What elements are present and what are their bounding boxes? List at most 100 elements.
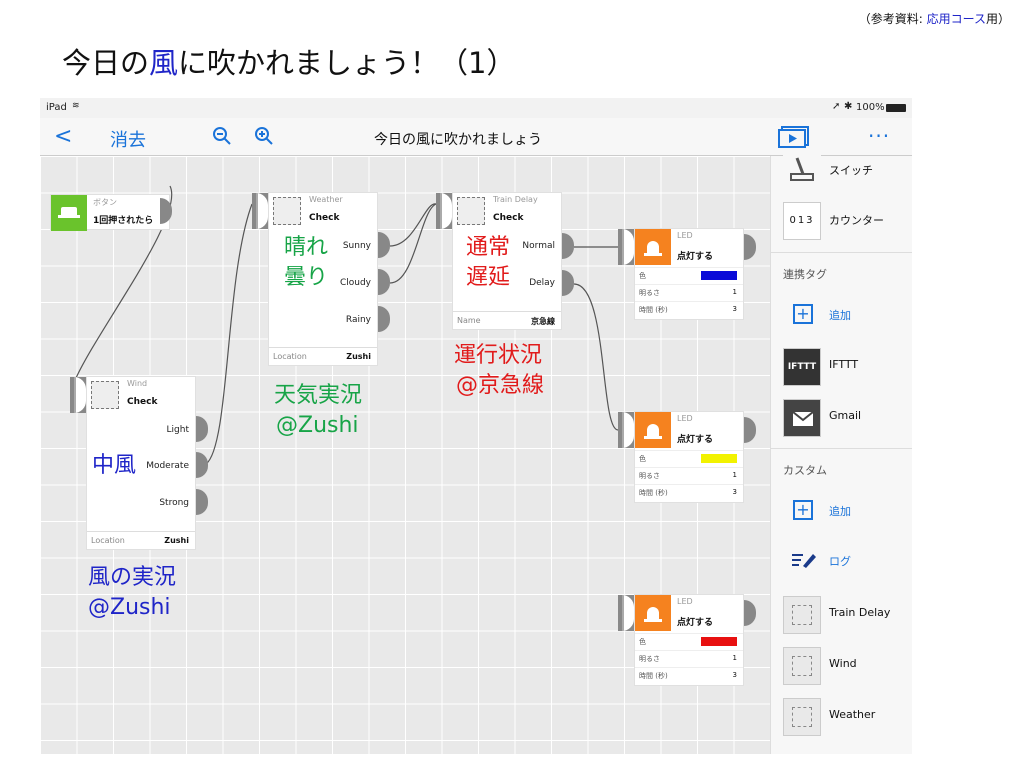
tag-canvas[interactable]: ボタン 1回押されたら Wind Check Light Moderate St… [40,156,770,754]
zoom-out-icon[interactable] [212,126,232,150]
node-name: 点灯する [677,252,714,262]
palette-label: Weather [829,708,876,721]
led2-output-port[interactable] [744,417,756,443]
weather-sunny-port[interactable] [378,232,390,258]
ipad-screen: iPad ≋ ➚ ✱ 100% < 消去 今日の風に吹かれましょう ··· ボタ… [40,98,912,754]
button-icon [51,195,87,231]
train-normal-port[interactable] [562,233,574,259]
status-bar: iPad ≋ ➚ ✱ 100% [40,98,912,118]
led1-output-port[interactable] [744,234,756,260]
node-category: Train Delay [493,195,538,204]
document-title: 今日の風に吹かれましょう [374,132,542,148]
battery-icon [886,104,906,112]
train-delay-icon [783,596,821,634]
node-category: LED [677,231,693,240]
output-label-strong: Strong [159,498,189,508]
output-label-sunny: Sunny [342,241,371,251]
palette-label: スイッチ [829,164,873,177]
location-icon: ➚ [832,101,841,112]
connection-button-to-wind [75,185,173,379]
led3-input-port[interactable] [618,595,634,631]
output-label-light: Light [166,425,189,435]
palette-label: Train Delay [829,606,891,619]
more-button[interactable]: ··· [868,124,891,148]
output-label-cloudy: Cloudy [339,278,371,288]
weather-cloudy-port[interactable] [378,269,390,295]
nav-bar: < 消去 今日の風に吹かれましょう ··· [40,118,912,156]
back-button[interactable]: < [54,124,73,149]
device-label: iPad [46,102,67,113]
train-annotation-line1: 通常 [466,235,511,260]
section-header-linked-tags: 連携タグ [783,268,827,281]
wind-annotation: 中風 [92,453,137,478]
wind-caption-line2: @Zushi [88,595,171,620]
train-caption-line1: 運行状況 [454,343,543,368]
train-delay-port[interactable] [562,270,574,296]
palette-item-log[interactable]: ログ [771,542,912,582]
palette-item-add-linked[interactable]: + 追加 [771,296,912,336]
palette-label: Gmail [829,409,862,422]
node-name: Check [309,213,340,223]
led-time-row[interactable]: 時間 (秒)3 [635,484,743,500]
palette-item-counter[interactable]: 013 カウンター [771,198,912,240]
connections-layer [75,185,619,465]
node-name: 1回押されたら [93,216,154,226]
connection-delay-to-led2 [573,283,619,431]
play-screen-icon[interactable] [778,126,810,152]
wind-input-port[interactable] [70,377,86,413]
led-color-row[interactable]: 色 [635,267,743,283]
button-node[interactable]: ボタン 1回押されたら [50,194,170,231]
train-caption-line2: @京急線 [456,373,545,398]
divider [771,448,912,449]
node-name: 点灯する [677,618,714,628]
led1-input-port[interactable] [618,229,634,265]
wind-light-port[interactable] [196,416,208,442]
weather-caption-line2: @Zushi [276,413,359,438]
zoom-in-icon[interactable] [254,126,274,150]
output-label-moderate: Moderate [146,461,189,471]
palette-label: 追加 [829,505,851,518]
led-color-swatch [701,271,737,280]
wind-node[interactable]: Wind Check Light Moderate Strong Locatio… [86,376,196,550]
led3-output-port[interactable] [744,600,756,626]
palette-item-ifttt[interactable]: IFTTT IFTTT [771,344,912,386]
palette-item-weather[interactable]: Weather [771,694,912,736]
palette-item-wind[interactable]: Wind [771,643,912,685]
weather-node[interactable]: Weather Check Sunny Cloudy Rainy Locatio… [268,192,378,366]
weather-input-port[interactable] [252,193,268,229]
weather-annotation-line1: 晴れ [284,235,329,260]
wind-icon [91,381,119,409]
output-label-normal: Normal [522,241,555,251]
node-name: Check [493,213,524,223]
palette-item-gmail[interactable]: Gmail [771,395,912,437]
wind-moderate-port[interactable] [196,452,208,478]
palette-item-train-delay[interactable]: Train Delay [771,592,912,634]
button-output-port[interactable] [160,198,172,224]
train-annotation-line2: 遅延 [466,265,511,290]
led-color-row[interactable]: 色 [635,450,743,466]
wind-strong-port[interactable] [196,489,208,515]
led-time-row[interactable]: 時間 (秒)3 [635,301,743,317]
switch-icon [783,152,821,190]
node-category: Weather [309,195,343,204]
train-input-port[interactable] [436,193,452,229]
palette-item-switch[interactable]: スイッチ [771,148,912,190]
led-color-row[interactable]: 色 [635,633,743,649]
palette-label: IFTTT [829,358,859,371]
weather-rainy-port[interactable] [378,306,390,332]
mail-icon [783,399,821,437]
clear-button[interactable]: 消去 [110,130,146,151]
wind-caption-line1: 風の実況 [88,565,177,590]
led-time-row[interactable]: 時間 (秒)3 [635,667,743,683]
led2-input-port[interactable] [618,412,634,448]
train-icon [457,197,485,225]
palette-item-add-custom[interactable]: + 追加 [771,492,912,532]
